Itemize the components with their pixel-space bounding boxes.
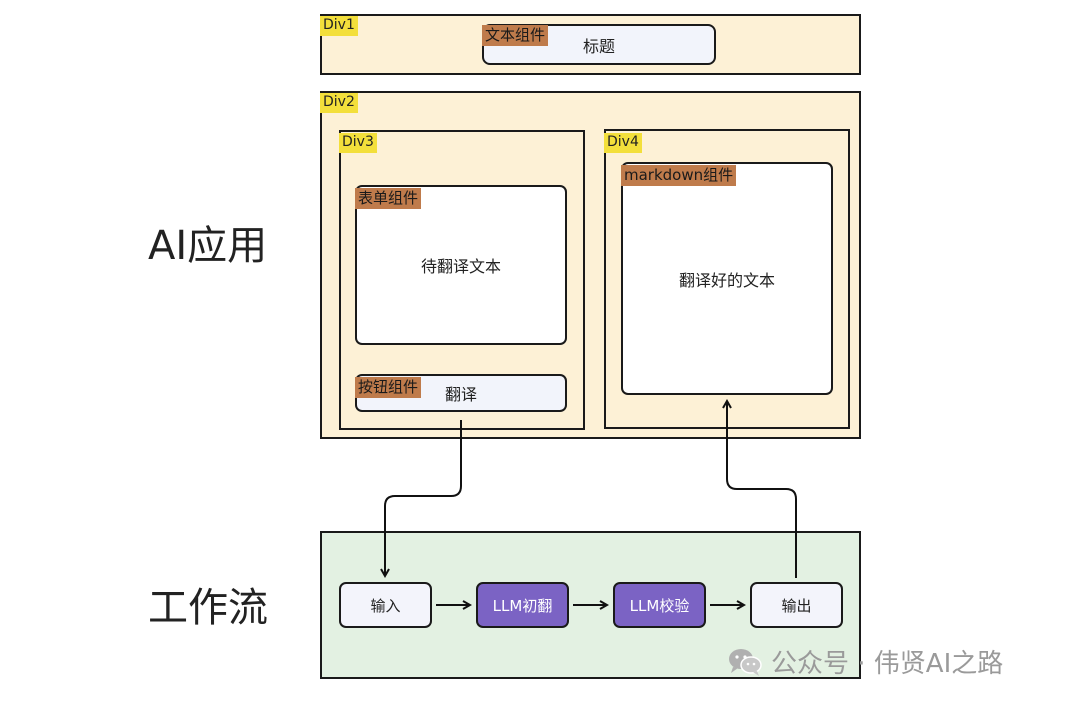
watermark-text: 公众号 · 伟贤AI之路 xyxy=(771,649,1004,679)
ai-app-label: AI应用 xyxy=(148,223,268,269)
div1-tag: Div1 xyxy=(320,16,358,36)
form-component[interactable]: 待翻译文本 xyxy=(355,185,567,345)
div3-tag: Div3 xyxy=(339,133,377,153)
form-component-tag: 表单组件 xyxy=(355,188,422,209)
markdown-component-tag: markdown组件 xyxy=(621,165,737,186)
translate-button-label: 翻译 xyxy=(444,385,477,404)
workflow-node-llm-translate: LLM初翻 xyxy=(476,582,569,628)
text-component-tag: 文本组件 xyxy=(482,25,549,46)
workflow-node-output-label: 输出 xyxy=(781,596,812,615)
watermark: 公众号 · 伟贤AI之路 xyxy=(727,643,1003,680)
workflow-node-llm-verify-label: LLM校验 xyxy=(629,596,690,615)
arrow-button-to-input xyxy=(385,420,462,576)
workflow-node-input: 输入 xyxy=(339,582,432,628)
markdown-component: 翻译好的文本 xyxy=(621,162,833,395)
title-text: 标题 xyxy=(582,36,615,56)
div4-tag: Div4 xyxy=(604,133,642,153)
workflow-node-llm-verify: LLM校验 xyxy=(613,582,706,628)
button-component-tag: 按钮组件 xyxy=(355,377,422,398)
markdown-text: 翻译好的文本 xyxy=(678,270,775,290)
arrow-output-to-markdown xyxy=(727,401,797,578)
div2-tag: Div2 xyxy=(320,93,358,113)
wechat-icon xyxy=(727,647,763,677)
workflow-node-output: 输出 xyxy=(750,582,843,628)
workflow-node-input-label: 输入 xyxy=(370,596,401,615)
workflow-node-llm-translate-label: LLM初翻 xyxy=(492,596,553,615)
workflow-label: 工作流 xyxy=(148,585,268,631)
form-text: 待翻译文本 xyxy=(420,257,501,276)
